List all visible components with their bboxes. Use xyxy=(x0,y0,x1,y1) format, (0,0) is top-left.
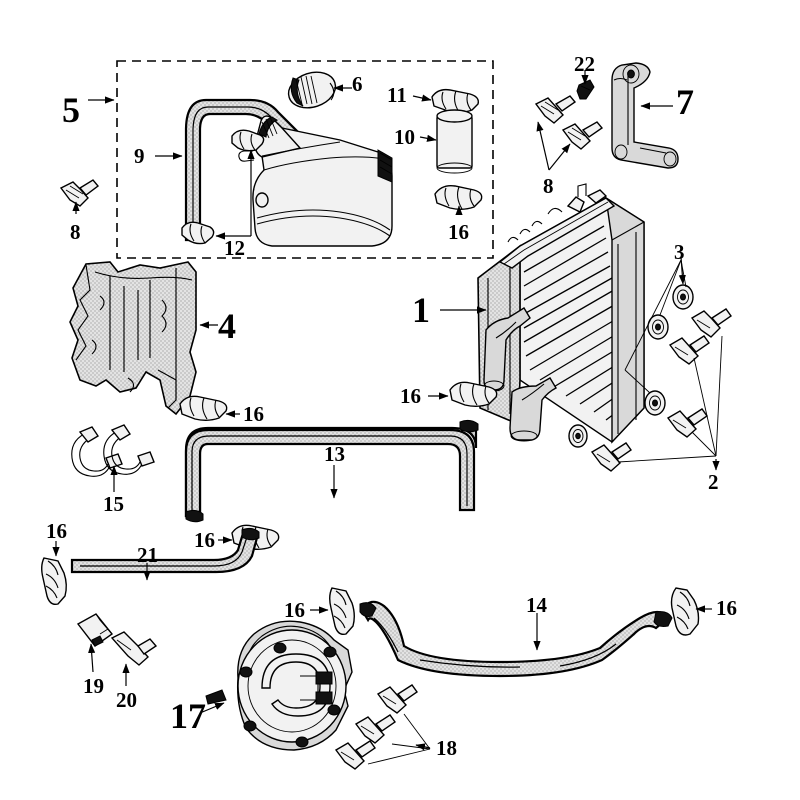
part-15-spring-clips xyxy=(71,424,155,477)
callout-label-18: 18 xyxy=(436,736,457,760)
part-18-pump-bolts xyxy=(334,684,431,770)
part-8-bolts-right xyxy=(534,95,604,150)
leader-8b1 xyxy=(536,121,550,171)
callout-label-16-d: 16 xyxy=(194,528,215,552)
callout-label-16-a: 16 xyxy=(448,220,469,244)
callout-label-10: 10 xyxy=(394,125,415,149)
part-22-rivet xyxy=(576,79,595,100)
leader-10 xyxy=(419,134,437,142)
callout-label-17: 17 xyxy=(170,696,206,736)
part-8-bolt-left xyxy=(59,179,100,207)
pump-bolt-1 xyxy=(376,684,418,714)
callout-label-16-f: 16 xyxy=(284,598,305,622)
bushing-4 xyxy=(568,424,588,448)
callout-label-1: 1 xyxy=(412,290,430,330)
callout-label-16-e: 16 xyxy=(46,519,67,543)
part-14-lower-radiator-hose xyxy=(359,600,673,678)
part-16-hose-clamp-g xyxy=(670,587,700,636)
callout-label-4: 4 xyxy=(218,306,236,346)
callout-label-20: 20 xyxy=(116,688,137,712)
part-1-radiator xyxy=(477,183,645,444)
part-20-bolt xyxy=(110,631,158,666)
callout-label-16-c: 16 xyxy=(400,384,421,408)
part-13-upper-radiator-hose xyxy=(184,419,479,523)
bushing-2 xyxy=(647,314,669,340)
callout-label-15: 15 xyxy=(103,492,124,516)
callout-label-7: 7 xyxy=(676,82,694,122)
leader-19 xyxy=(88,643,96,673)
part-21-bypass-hose xyxy=(70,527,260,574)
callout-label-19: 19 xyxy=(83,674,104,698)
leader-17 xyxy=(199,702,225,714)
callout-label-16-b: 16 xyxy=(243,402,264,426)
part-19-rubber-bush xyxy=(76,613,114,647)
part-11-hose-clip xyxy=(431,88,480,113)
callout-label-2: 2 xyxy=(708,470,719,494)
part-4-fan-shroud xyxy=(69,261,197,416)
callout-label-8-b: 8 xyxy=(543,174,554,198)
callout-label-3: 3 xyxy=(674,240,685,264)
callout-label-16-g: 16 xyxy=(716,596,737,620)
pump-bolt-3 xyxy=(334,740,376,770)
part-16-hose-clamp-a xyxy=(434,184,483,210)
radiator-bolt-3 xyxy=(666,408,708,438)
part-5-expansion-tank xyxy=(238,115,393,247)
bushing-1 xyxy=(672,284,694,310)
radiator-bolt-4 xyxy=(590,442,632,472)
callout-label-6: 6 xyxy=(352,72,363,96)
callout-label-12: 12 xyxy=(224,236,245,260)
part-6-expansion-tank-cap xyxy=(287,71,337,109)
callout-label-14: 14 xyxy=(526,593,547,617)
part-16-hose-clamp-c xyxy=(449,381,498,407)
callout-label-5: 5 xyxy=(62,90,80,130)
leader-18 xyxy=(415,743,431,751)
part-10-filter-cylinder xyxy=(436,109,473,174)
callout-label-21: 21 xyxy=(137,543,158,567)
part-16-hose-clamp-b xyxy=(179,395,228,421)
bushing-3 xyxy=(644,390,666,416)
callout-label-9: 9 xyxy=(134,144,145,168)
part-3-mount-bushings xyxy=(568,259,694,448)
leader-lines xyxy=(52,70,720,751)
callout-label-11: 11 xyxy=(387,83,407,107)
radiator-bolt-1 xyxy=(690,308,732,338)
radiator-bolt-2 xyxy=(668,335,710,365)
leader-8b2 xyxy=(548,143,571,171)
part-16-hose-clamp-f xyxy=(329,587,355,636)
part-17-water-pump xyxy=(205,620,353,751)
part-7-support-bracket xyxy=(611,62,679,169)
callout-label-22: 22 xyxy=(574,52,595,76)
part-12-hose-clamps xyxy=(181,129,265,245)
part-2-radiator-bolts xyxy=(590,308,732,472)
group-box-5 xyxy=(116,60,494,259)
callout-label-8-a: 8 xyxy=(70,220,81,244)
part-16-hose-clamp-e xyxy=(41,557,67,606)
pump-bolt-2 xyxy=(354,714,396,744)
leader-11 xyxy=(412,94,432,102)
callout-label-13: 13 xyxy=(324,442,345,466)
leader-3 xyxy=(678,256,686,285)
